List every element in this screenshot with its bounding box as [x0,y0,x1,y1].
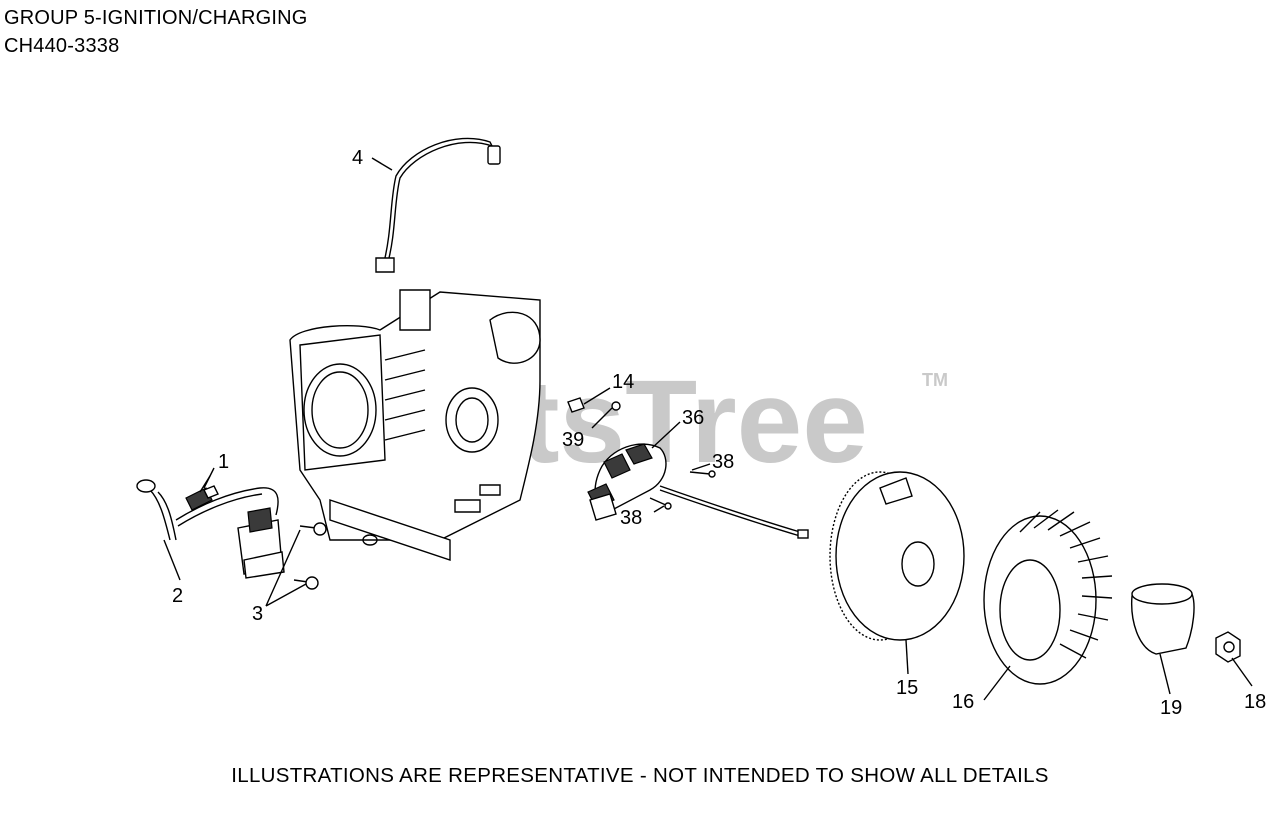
callout-4[interactable]: 4 [352,147,363,169]
diagram-group-title: GROUP 5-IGNITION/CHARGING [4,7,308,29]
watermark-tm: TM [922,370,948,390]
callout-14[interactable]: 14 [612,371,634,393]
part-flywheel-nut[interactable] [1215,631,1241,663]
part-spark-plug[interactable] [185,475,219,511]
part-screws[interactable] [293,522,327,590]
callout-19[interactable]: 19 [1160,697,1182,719]
part-flywheel[interactable] [829,471,965,641]
leader-lines [163,157,1253,701]
part-starter-cup[interactable] [1131,583,1195,655]
callout-18[interactable]: 18 [1244,691,1266,713]
part-wire-harness[interactable] [375,137,501,273]
callout-15[interactable]: 15 [896,677,918,699]
callout-16[interactable]: 16 [952,691,974,713]
part-engine-block[interactable] [289,289,541,561]
part-ignition-module[interactable] [136,479,285,579]
callout-36[interactable]: 36 [682,407,704,429]
callout-39[interactable]: 39 [562,429,584,451]
callout-1[interactable]: 1 [218,451,229,473]
part-stator[interactable] [587,443,667,521]
part-stator-screws[interactable] [649,470,809,539]
part-cooling-fan[interactable] [983,509,1113,685]
diagram-model-number: CH440-3338 [4,35,120,57]
callout-3[interactable]: 3 [252,603,263,625]
part-clip-and-screw[interactable] [567,397,621,413]
callout-38-upper[interactable]: 38 [712,451,734,473]
callout-2[interactable]: 2 [172,585,183,607]
disclaimer-note: ILLUSTRATIONS ARE REPRESENTATIVE - NOT I… [231,764,1049,787]
callout-38-lower[interactable]: 38 [620,507,642,529]
